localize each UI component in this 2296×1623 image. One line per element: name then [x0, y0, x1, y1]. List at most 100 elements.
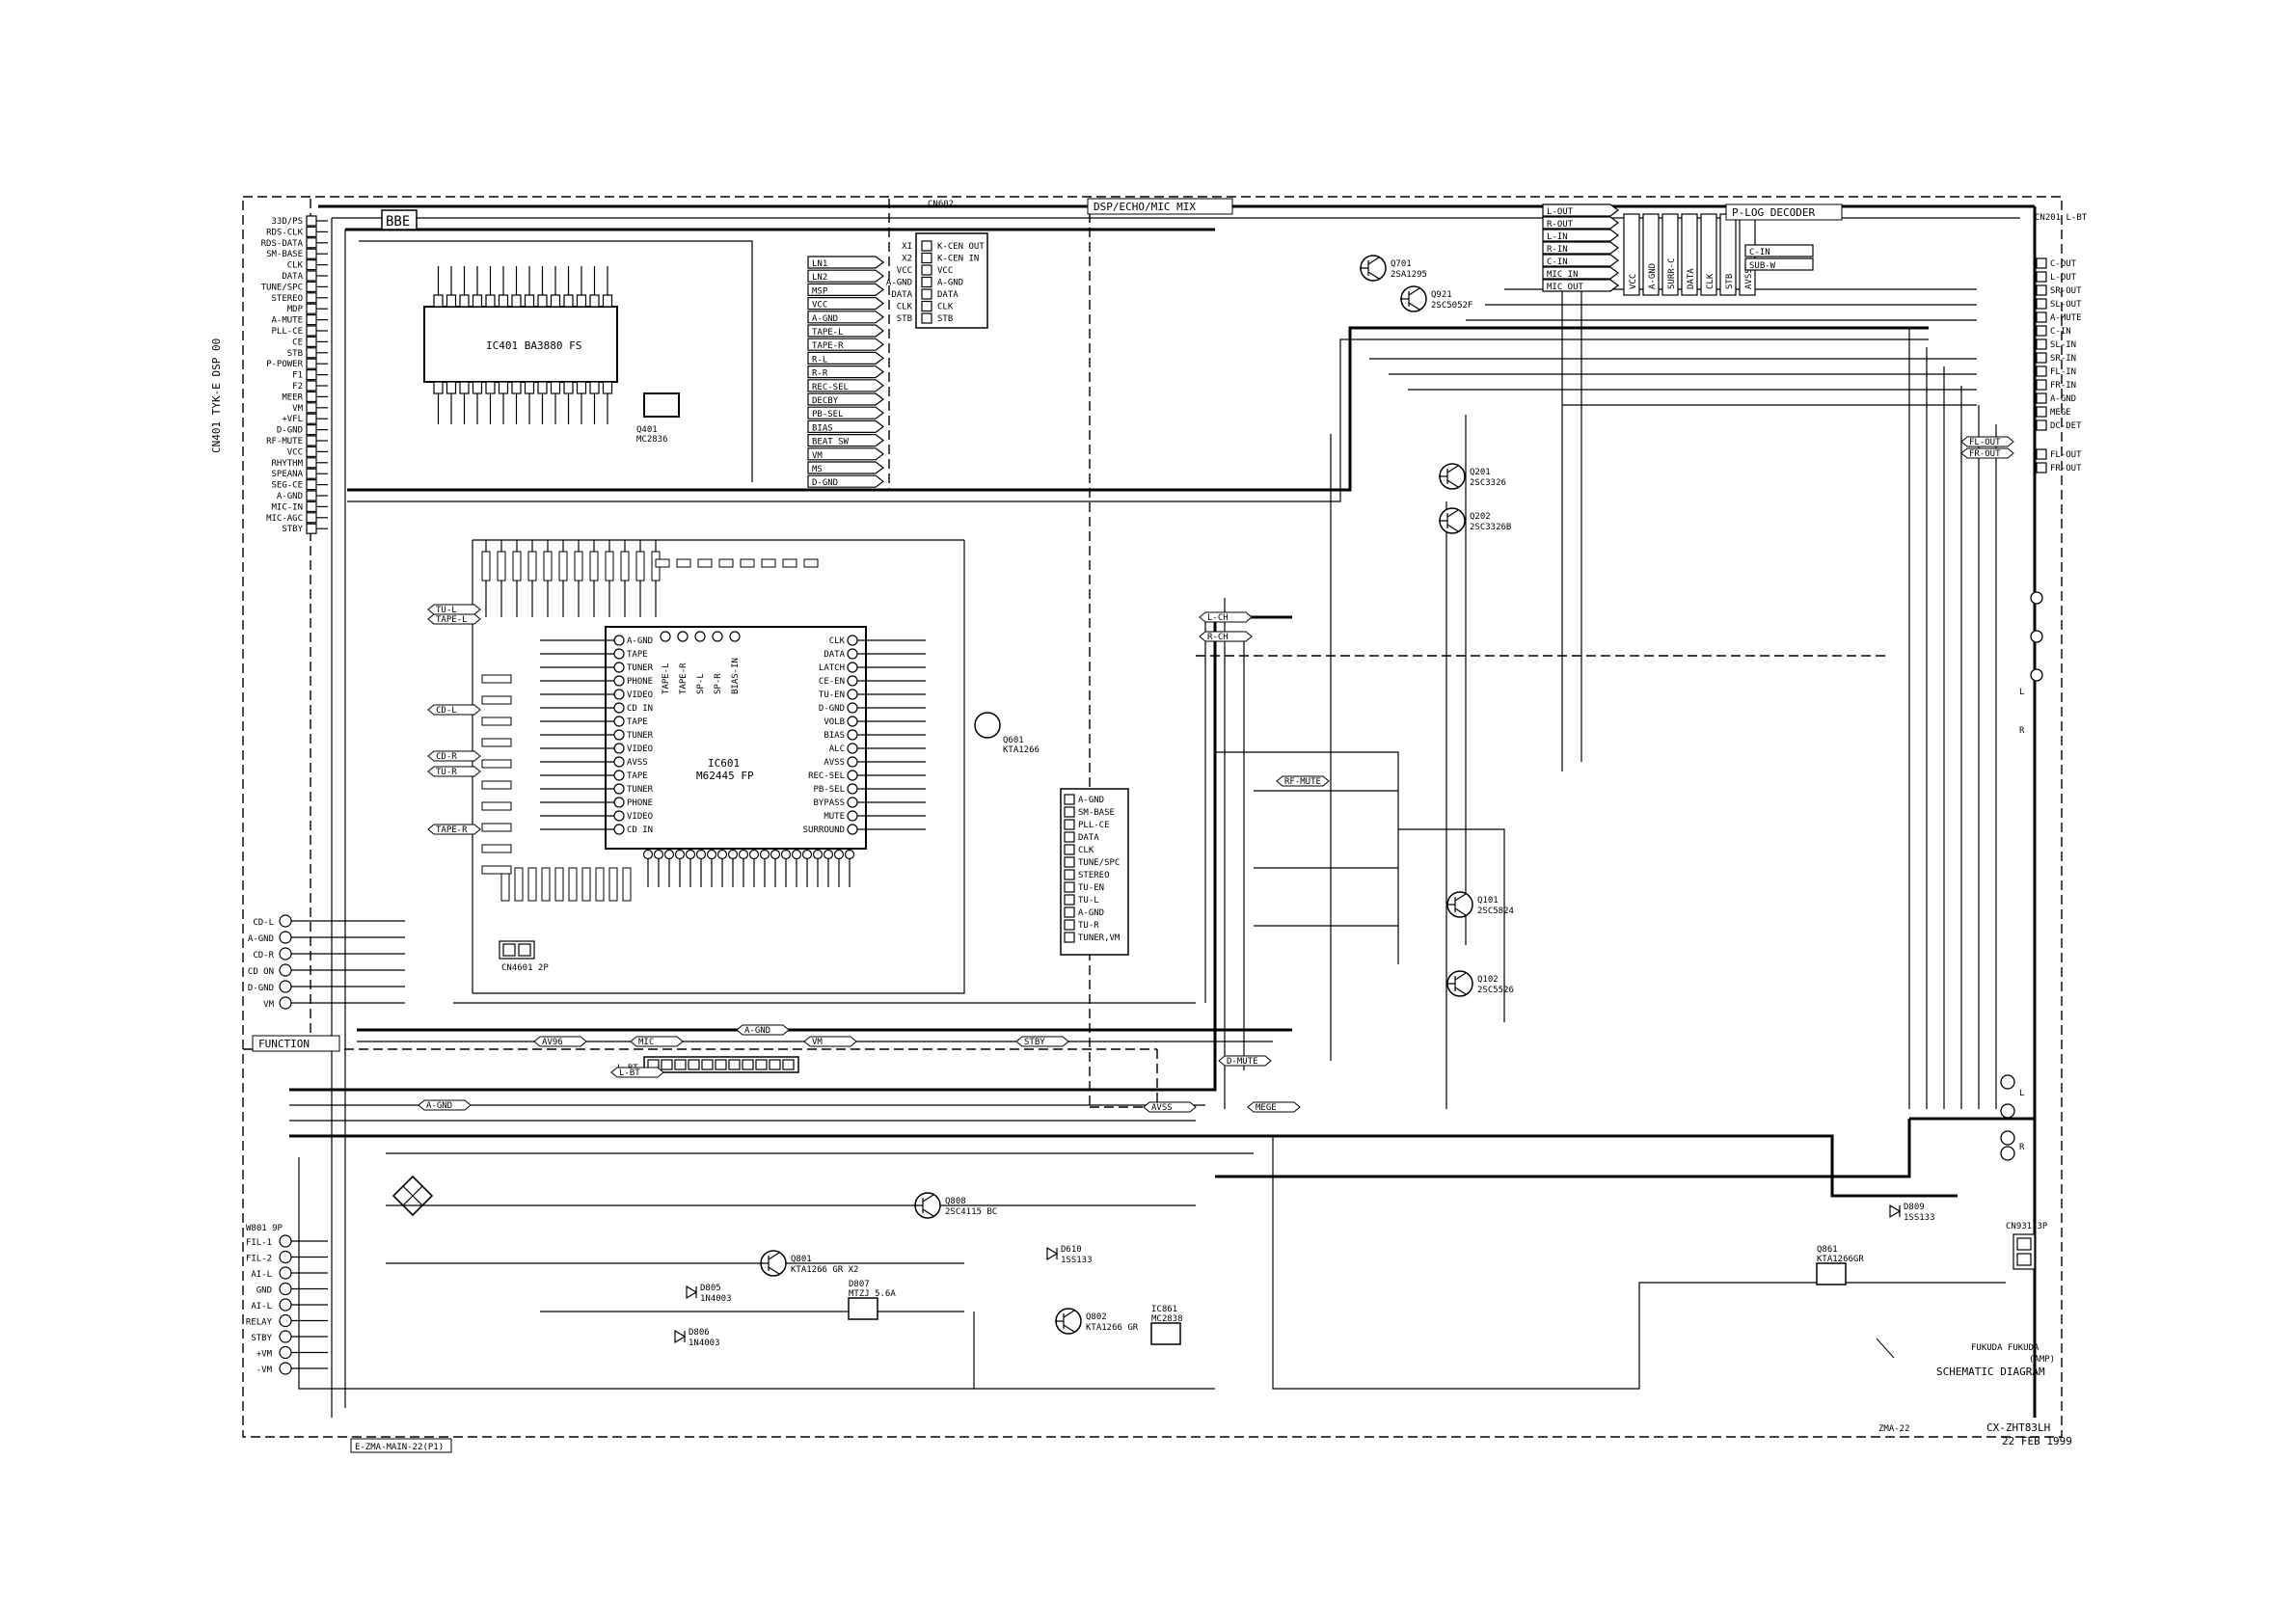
- resistor: [481, 801, 512, 811]
- ic601-pin: [613, 716, 625, 727]
- ic401-pin: [602, 381, 613, 394]
- diode-ref: D805: [700, 1284, 721, 1293]
- function-pin-label: A-GND: [248, 934, 274, 944]
- bus-tag-label: VM: [812, 1038, 823, 1047]
- lbt-pin: [782, 1059, 795, 1070]
- resistor: [481, 551, 491, 582]
- diode-part: 1SS133: [1061, 1256, 1093, 1265]
- cn602-pin-label: VCC: [897, 266, 912, 276]
- ic601-right-pin-label: CE-EN: [819, 677, 845, 687]
- q401-label: Q401: [636, 425, 658, 435]
- lbt-pin: [769, 1059, 781, 1070]
- cn401-pin: [306, 512, 317, 524]
- cn601-pin-label: TU-EN: [1078, 883, 1104, 893]
- lbt-pin: [715, 1059, 727, 1070]
- resistor: [595, 867, 605, 902]
- function-pin: [279, 980, 292, 993]
- diode-symbol: [686, 1285, 698, 1300]
- selector-tag: [807, 256, 884, 269]
- cn4601-title: CN4601 2P: [501, 963, 549, 973]
- ic601-pin: [847, 662, 858, 673]
- cn602-pin-label-right: DATA: [937, 290, 959, 300]
- ic601-pin: [812, 849, 824, 860]
- capacitor: [782, 558, 797, 568]
- cn602-pin-label: XI: [902, 242, 912, 252]
- cn401-pin: [306, 500, 317, 513]
- transistor-part: 2SC5052F: [1431, 301, 1472, 311]
- bus-tag-label: TAPE-L: [436, 615, 468, 625]
- function-pin: [279, 963, 292, 977]
- cn401-pin: [306, 226, 317, 237]
- footer-label: E-ZMA-MAIN-22(P1): [355, 1443, 444, 1452]
- plog-title-box: [1725, 203, 1843, 221]
- ic601-pin: [833, 849, 845, 860]
- function-pin-label: D-GND: [248, 984, 274, 993]
- transistor-part: 2SA1295: [1391, 270, 1427, 280]
- cn401-pin: [306, 259, 317, 271]
- ic601-pin: [748, 849, 760, 860]
- ic601-top-pin-label: BIAS-IN: [731, 658, 741, 694]
- ic601-pin: [613, 648, 625, 660]
- plog-signal-label: R-OUT: [1547, 220, 1574, 230]
- ic601-pin: [613, 770, 625, 781]
- ic601-pin: [642, 849, 654, 860]
- ic601-pin: [613, 743, 625, 754]
- ic601-left-pin-label: PHONE: [627, 798, 653, 808]
- cn602-pin-label-right: K-CEN IN: [937, 255, 979, 264]
- capacitor: [740, 558, 755, 568]
- cn602-pin: [921, 264, 932, 276]
- q401: [643, 392, 680, 418]
- cn602-pin: [921, 300, 932, 312]
- plog-vertical-tag: [1623, 213, 1640, 296]
- lbt-strip: [643, 1056, 799, 1073]
- ic601-left-pin-label: VIDEO: [627, 690, 653, 700]
- function-pin: [279, 931, 292, 944]
- ic401-pin: [524, 381, 535, 394]
- q601-label: Q601: [1003, 736, 1024, 745]
- ic601-pin: [613, 729, 625, 741]
- bbe-label: BBE: [386, 214, 410, 230]
- capacitor: [697, 558, 713, 568]
- bus-tag: [1199, 631, 1253, 642]
- ic401-pin: [498, 294, 509, 308]
- cn401-pin: [306, 281, 317, 292]
- title-model: CX-ZHT83LH: [1986, 1421, 2050, 1434]
- cn201-pin: [2036, 462, 2047, 473]
- bus-tag: [1218, 1055, 1272, 1067]
- cn201-pin: [2036, 352, 2047, 364]
- cn401-pin-label: DATA: [282, 272, 303, 282]
- cn801-pin: [279, 1362, 292, 1375]
- cn401-pin: [306, 358, 317, 369]
- cn601-pin: [1064, 844, 1075, 855]
- title-docno: ZMA-22: [1878, 1424, 1910, 1434]
- cn801-pin-label: STBY: [251, 1334, 272, 1343]
- ic601-left-pin-label: AVSS: [627, 758, 648, 768]
- cn601-pin-label: TU-R: [1078, 921, 1099, 931]
- bus-tag-label: FR-OUT: [1969, 449, 2001, 459]
- cn601-pin: [1064, 831, 1075, 843]
- selector-tag-label: LN1: [812, 259, 827, 269]
- regulator-body: [1816, 1262, 1847, 1285]
- ic601-right-pin-label: TU-EN: [819, 690, 845, 700]
- cn201-pin-label: FR-OUT: [2050, 464, 2082, 473]
- cn801-pin: [279, 1298, 292, 1312]
- resistor: [512, 551, 522, 582]
- ic401-pin: [433, 381, 444, 394]
- cn201-pin: [2036, 365, 2047, 377]
- cn601-pin-label: TUNER,VM: [1078, 933, 1121, 943]
- ic601-right-pin-label: CLK: [829, 636, 846, 646]
- ic601-pin: [613, 675, 625, 687]
- selector-tag: [807, 283, 884, 296]
- ic601-left-pin-label: TUNER: [627, 731, 654, 741]
- resistor: [481, 695, 512, 705]
- resistor: [605, 551, 614, 582]
- cn602-pin-label-right: STB: [937, 314, 953, 324]
- transistor-part: 2SC3326: [1470, 478, 1506, 488]
- ic401-label: IC401 BA3880 FS: [486, 339, 581, 352]
- wiring: [289, 204, 2037, 1418]
- diode-symbol: [1046, 1246, 1059, 1261]
- transistor-leads: [1446, 972, 1467, 995]
- ic601-pin: [613, 702, 625, 714]
